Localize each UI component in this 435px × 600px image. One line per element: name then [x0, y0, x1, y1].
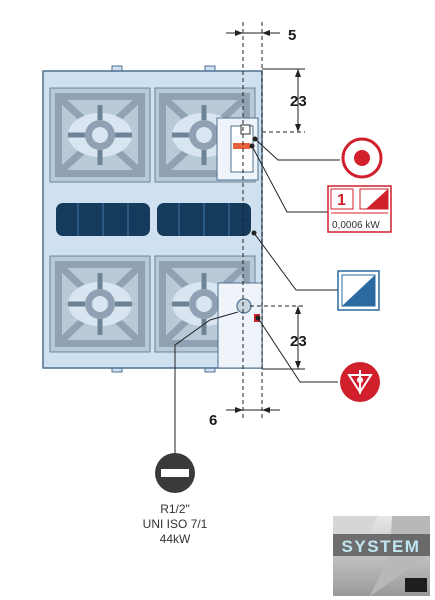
gas-rating-number: 1 — [337, 192, 346, 209]
logo-text: SYSTEM — [342, 537, 421, 556]
leader-dots — [249, 136, 261, 321]
connection-standard: UNI ISO 7/1 — [143, 517, 208, 531]
gas-rating-icon — [327, 185, 392, 233]
dimension-arrows — [235, 30, 301, 413]
gas-rating-value: 0,0006 kW — [332, 220, 380, 231]
dimension-lines — [226, 22, 305, 420]
connection-thread: R1/2" — [160, 502, 190, 516]
connection-power: 44kW — [160, 532, 191, 546]
gas-valve-icon — [340, 362, 380, 402]
dim-upper-height: 23 — [290, 93, 307, 110]
burner-lower-left — [55, 261, 145, 347]
electrical-box-icon — [337, 270, 380, 311]
ignition-target-icon — [341, 137, 383, 179]
leader-lines — [174, 138, 340, 460]
dim-bottom-offset: 6 — [209, 412, 217, 429]
dim-lower-height: 23 — [290, 333, 307, 350]
knob-strip — [56, 203, 251, 236]
brand-logo: SYSTEM — [333, 516, 430, 596]
lower-connection-box — [217, 282, 263, 369]
upper-connection-box — [216, 117, 259, 181]
dim-top-offset: 5 — [288, 27, 296, 44]
burner-upper-left — [55, 93, 145, 177]
gas-connection-icon — [155, 453, 195, 493]
